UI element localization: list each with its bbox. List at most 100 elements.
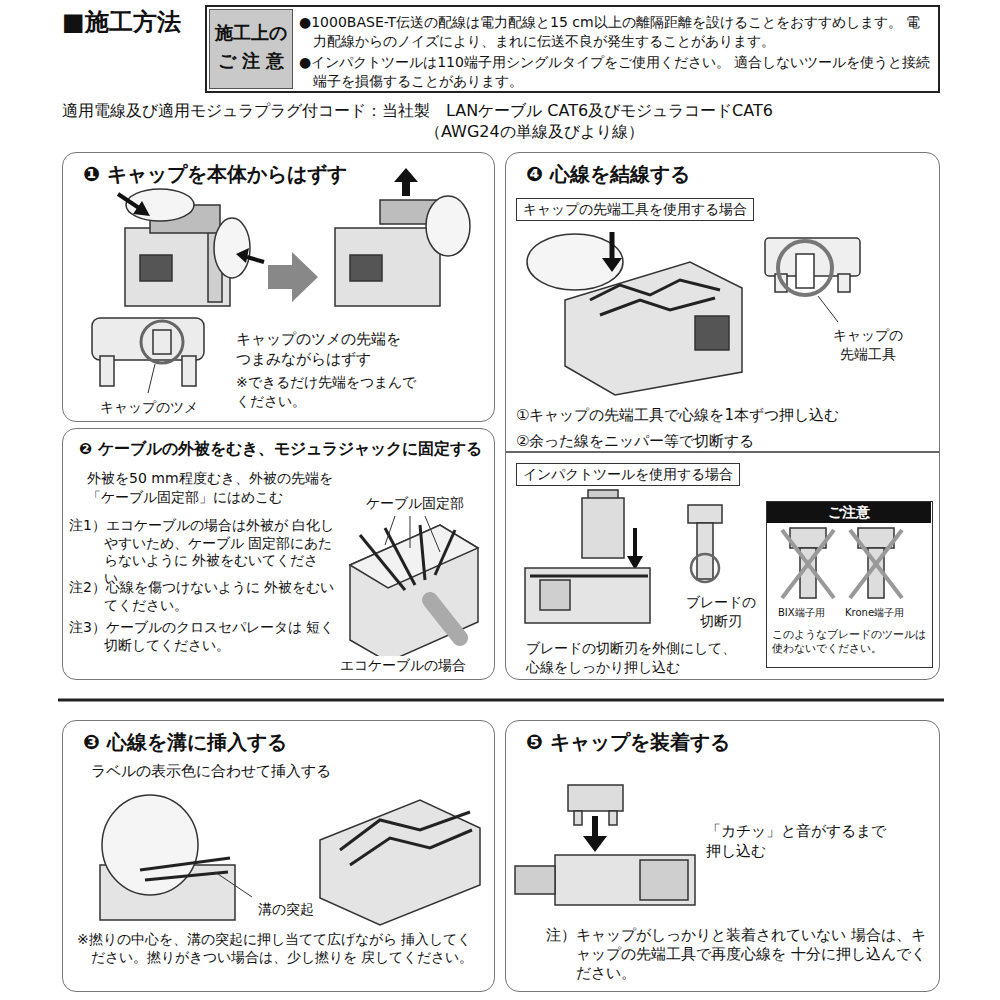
- wiring-figure-part: [602, 258, 622, 272]
- cable-fixing-figure: [350, 516, 478, 662]
- wiring-figure-part: [838, 274, 850, 292]
- step-heading: ❺ キャップを装着する: [526, 729, 730, 756]
- callout-label: キャップの 先端工具: [825, 326, 911, 364]
- body-text: ①キャップの先端工具で心線を1本ずつ押し込む: [516, 405, 936, 425]
- cable-fixing-figure-part: [425, 516, 440, 552]
- cap-removal-figure-part: [394, 168, 418, 196]
- note-text: 注1）エコケーブルの場合は外被が 白化しやすいため、ケーブル 固定部にあたらない…: [69, 517, 344, 587]
- cap-removal-figure-part: [182, 356, 196, 386]
- note-text: 注）キャップがしっかりと装着されていない 場合は、キャップの先端工具で再度心線を…: [546, 926, 931, 982]
- cap-removal-figure-part: [247, 257, 264, 262]
- step-heading: ❹ 心線を結線する: [526, 161, 690, 188]
- callout-label: 溝の突起: [258, 900, 314, 919]
- callout-label: キャップのツメ: [100, 398, 198, 417]
- method-box: インパクトツールを使用する場合: [516, 463, 740, 486]
- wiring-figure-part: [600, 298, 715, 315]
- step-heading: ❷ ケーブルの外被をむき、モジュラジャックに固定する: [79, 439, 489, 460]
- caution-text: このようなブレードのツールは 使わないでください。: [772, 628, 928, 657]
- insertion-figure-part: [340, 812, 470, 850]
- body-text: ラベルの表示色に合わせて挿入する: [91, 761, 331, 781]
- insertion-figure-part: [145, 872, 228, 880]
- cap-removal-figure: [92, 168, 470, 393]
- cap-mounting-figure-part: [583, 836, 607, 852]
- body-text: キャップのツメの先端を つまみながらはずす: [236, 329, 414, 370]
- notice-label: 施工上の ご 注 意: [213, 19, 289, 75]
- body-text: ②余った線をニッパー等で切断する: [516, 431, 936, 451]
- wiring-figure-part: [610, 232, 615, 260]
- section-divider-part: [505, 451, 940, 453]
- cap-removal-figure-part: [153, 330, 171, 354]
- notice-text: ●1000BASE-T伝送の配線は電力配線と15 cm以上の離隔距離を設けること…: [299, 13, 931, 51]
- cable-fixing-figure-part: [385, 516, 395, 545]
- wiring-figure-part: [796, 254, 814, 288]
- cap-removal-figure-part: [148, 364, 155, 393]
- insertion-figure: [100, 795, 480, 925]
- wiring-figure-part: [691, 554, 719, 582]
- wiring-figure-part: [782, 530, 834, 598]
- body-text: 「カチッ」と音がするまで 押し込む: [706, 821, 892, 862]
- insertion-figure-part: [140, 858, 230, 870]
- callout-label: エコケーブルの場合: [340, 656, 466, 675]
- cap-removal-figure-part: [335, 228, 440, 306]
- wiring-figure-part: [778, 241, 832, 295]
- cap-mounting-figure-part: [640, 860, 688, 900]
- cap-removal-figure-part: [141, 321, 183, 363]
- wiring-figure-part: [695, 316, 729, 350]
- wiring-figure-part: [850, 530, 902, 598]
- cap-removal-figure-part: [426, 196, 470, 256]
- step-panel: ❺ キャップを装着する「カチッ」と音がするまで 押し込む注）キャップがしっかりと…: [505, 720, 940, 992]
- callout-label: ケーブル固定部: [366, 494, 464, 513]
- step-panel: ❷ ケーブルの外被をむき、モジュラジャックに固定する外被を50 mm程度むき、外…: [62, 428, 495, 680]
- note-text: 注3）ケーブルのクロスセパレータは 短く切断してください。: [69, 619, 344, 654]
- wiring-figure-part: [818, 296, 838, 322]
- wiring-figure-part: [582, 498, 624, 558]
- caution-box: ご注意このようなブレードのツールは 使わないでください。: [766, 501, 933, 668]
- cap-mounting-figure-part: [574, 811, 582, 825]
- wiring-figure-part: [525, 568, 650, 623]
- cap-removal-figure-part: [118, 194, 139, 208]
- cable-fixing-figure-part: [430, 600, 460, 638]
- callout-label: 適用電線及び適用モジュラプラグ付コード：当社製 LANケーブル CAT6及びモジ…: [62, 100, 773, 122]
- cap-removal-figure-part: [100, 356, 114, 386]
- section-divider-part: [58, 699, 944, 702]
- insertion-figure-part: [350, 830, 472, 865]
- method-box: キャップの先端工具を使用する場合: [516, 198, 754, 221]
- wiring-figure-part: [540, 580, 570, 610]
- cable-fixing-figure-part: [350, 525, 478, 588]
- wiring-figure-part: [527, 234, 623, 290]
- cap-removal-figure-part: [133, 201, 150, 216]
- cap-mounting-figure-part: [515, 866, 555, 894]
- method-heading: キャップの先端工具を使用する場合: [523, 200, 747, 219]
- note-text: 注2）心線を傷つけないように 外被をむいてください。: [69, 579, 344, 614]
- cap-mounting-figure: [515, 785, 695, 905]
- callout-label: BIX端子用: [778, 606, 825, 620]
- cap-removal-figure-part: [92, 318, 204, 360]
- notice-label-box: 施工上の ご 注 意: [209, 9, 293, 89]
- cable-fixing-figure-part: [410, 516, 411, 548]
- note-text: ※撚りの中心を、溝の突起に押し当てて広げながら 挿入してください。撚りがきつい場…: [77, 931, 482, 966]
- wiring-figure-part: [697, 523, 713, 579]
- cap-mounting-figure-part: [592, 816, 598, 838]
- cap-removal-figure-part: [268, 252, 318, 302]
- cap-mounting-figure-part: [609, 811, 617, 825]
- section-divider: [58, 452, 944, 700]
- wiring-figure: [525, 232, 902, 623]
- wiring-figure-part: [688, 505, 722, 523]
- step-panel: ❶ キャップを本体からはずすキャップのツメの先端を つまみながらはずす※できるだ…: [62, 152, 495, 422]
- insertion-figure-part: [320, 800, 480, 925]
- insertion-figure-part: [215, 872, 252, 897]
- step-panel: ❸ 心線を溝に挿入するラベルの表示色に合わせて挿入する※撚りの中心を、溝の突起に…: [62, 720, 495, 992]
- body-text: ブレードの切断刃を外側にして、 心線をしっかり押し込む: [526, 639, 746, 677]
- notice-text: ●インパクトツールは110端子用シングルタイプをご使用ください。 適合しないツー…: [299, 53, 931, 91]
- cable-fixing-figure-part: [420, 525, 425, 580]
- cable-fixing-figure-part: [360, 535, 405, 590]
- callout-label: ブレードの 切断刃: [683, 593, 759, 631]
- wiring-figure-part: [782, 530, 834, 598]
- cap-removal-figure-part: [236, 248, 249, 263]
- wiring-figure-part: [633, 528, 637, 558]
- cable-fixing-figure-part: [350, 525, 478, 662]
- wiring-figure-part: [530, 575, 648, 578]
- method-heading: インパクトツールを使用する場合: [523, 465, 733, 484]
- notice-box: ●1000BASE-T伝送の配線は電力配線と15 cm以上の離隔距離を設けること…: [205, 5, 940, 93]
